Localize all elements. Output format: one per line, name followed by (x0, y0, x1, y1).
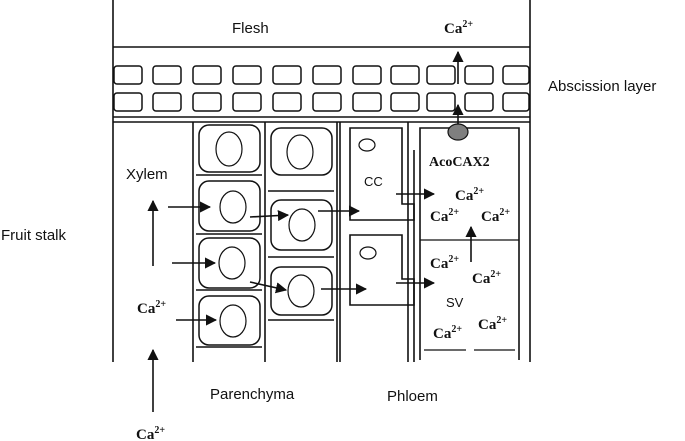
parenchyma-cell-6 (270, 199, 333, 251)
calcium-ion-labels: Ca2+ Ca2+ Ca2+ Ca2+ Ca2+ Ca2+ Ca2+ Ca2+ … (136, 19, 510, 441)
companion-cell-label: CC (364, 174, 383, 189)
abscission-cell (502, 92, 530, 112)
abscission-cell (312, 65, 342, 85)
abscission-cell (502, 65, 530, 85)
abscission-cell (426, 92, 456, 112)
phloem-structure (339, 122, 520, 362)
abscission-cell (192, 92, 222, 112)
parenchyma-label: Parenchyma (210, 386, 295, 403)
abscission-cell (312, 92, 342, 112)
abscission-cell (152, 65, 182, 85)
abscission-cell (464, 65, 494, 85)
transporter-label: AcoCAX2 (429, 155, 490, 170)
xylem-label: Xylem (126, 166, 168, 183)
calcium-ion-sieve-6: Ca2+ (433, 324, 462, 342)
abscission-layer-label: Abscission layer (548, 78, 656, 95)
abscission-cell (113, 92, 143, 112)
calcium-ion-sieve-4: Ca2+ (430, 254, 459, 272)
calcium-ion-flesh: Ca2+ (444, 19, 473, 37)
calcium-ion-sieve-2: Ca2+ (430, 207, 459, 225)
calcium-ion-xylem: Ca2+ (137, 299, 166, 317)
parenchyma-cell-2 (198, 180, 261, 232)
abscission-cell (352, 65, 382, 85)
abscission-cell (352, 92, 382, 112)
flesh-label: Flesh (232, 20, 269, 37)
acocax2-transporter-icon (447, 123, 469, 141)
calcium-ion-stalk-base: Ca2+ (136, 425, 165, 441)
phloem-label: Phloem (387, 388, 438, 405)
calcium-ion-sieve-3: Ca2+ (481, 207, 510, 225)
abscission-cell (272, 65, 302, 85)
abscission-cell (390, 65, 420, 85)
parenchyma-column-lines (192, 122, 338, 362)
abscission-cell (192, 65, 222, 85)
sieve-vessel-label: SV (446, 295, 464, 310)
parenchyma-cell-5 (270, 127, 333, 176)
abscission-cell (113, 65, 143, 85)
parenchyma-cell-7 (270, 266, 333, 316)
abscission-layer-cells (113, 65, 530, 112)
parenchyma-cell-3 (198, 237, 261, 289)
outer-frame (112, 0, 531, 362)
calcium-ion-sieve-5: Ca2+ (472, 269, 501, 287)
fruit-stalk-label: Fruit stalk (1, 227, 67, 244)
ion-flow-arrows (147, 50, 477, 412)
calcium-ion-sieve-7: Ca2+ (478, 315, 507, 333)
abscission-cell (464, 92, 494, 112)
abscission-cell (232, 92, 262, 112)
abscission-cell (232, 65, 262, 85)
abscission-cell (152, 92, 182, 112)
parenchyma-cell-1 (198, 124, 261, 173)
abscission-cell (390, 92, 420, 112)
abscission-cell (272, 92, 302, 112)
abscission-cell (426, 65, 456, 85)
calcium-ion-sieve-1: Ca2+ (455, 186, 484, 204)
